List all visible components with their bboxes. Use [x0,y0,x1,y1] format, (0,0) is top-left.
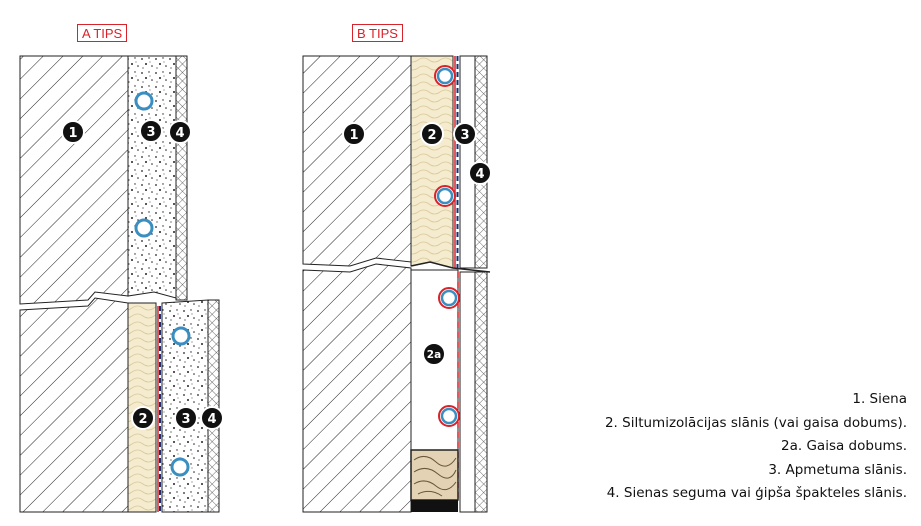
plaster-b-lower [459,271,476,513]
badge-4: 4 [200,406,224,430]
wall-b-lower [302,263,412,513]
svg-text:1: 1 [68,126,77,141]
svg-text:3: 3 [181,412,190,427]
svg-text:3: 3 [460,128,469,143]
finish-a-lower [207,299,220,513]
svg-text:2a: 2a [427,349,441,361]
legend-item-3: 3. Apmetuma slānis. [768,461,907,478]
pipe-icon [134,91,154,111]
svg-text:4: 4 [475,167,484,182]
plaster-a-upper [127,55,177,299]
finish-b-lower [474,271,488,513]
legend-item-1: 1. Siena [852,391,907,407]
badge-4: 4 [468,161,492,185]
badge-2a: 2a [422,342,446,366]
wall-b-upper [302,55,412,267]
pipe-icon [134,218,154,238]
legend-item-4: 4. Sienas seguma vai ģipša špakteles slā… [606,485,907,501]
plaster-b-upper [459,55,476,269]
pipe-icon [171,326,191,346]
pipe-icon [170,457,190,477]
badge-4: 4 [168,120,192,144]
svg-text:4: 4 [207,412,216,427]
svg-text:2: 2 [427,128,436,143]
legend-item-2a: 2a. Gaisa dobums. [781,438,907,454]
label-b-tips: B TIPS [352,24,403,42]
svg-text:1: 1 [349,128,358,143]
legend: 1. Siena 2. Siltumizolācijas slānis (vai… [605,388,907,506]
pipe-icon [438,405,460,427]
wall-a-upper [19,55,129,305]
section-b: 1 2 3 4 2a [302,55,492,513]
badge-1: 1 [342,122,366,146]
insulation-b [410,55,454,269]
pipe-icon [434,185,456,207]
badge-1: 1 [61,120,85,144]
legend-item-2: 2. Siltumizolācijas slānis (vai gaisa do… [604,414,907,431]
badge-3: 3 [453,122,477,146]
pipe-icon [434,65,456,87]
wall-a-lower [19,297,129,513]
section-a: 1 3 4 2 3 4 [19,55,224,513]
badge-2: 2 [131,406,155,430]
pipe-icon [438,287,460,309]
badge-2: 2 [420,122,444,146]
label-a-tips: A TIPS [77,24,128,42]
svg-text:2: 2 [138,412,147,427]
badge-3: 3 [174,406,198,430]
svg-text:4: 4 [175,126,184,141]
finish-a-upper [175,55,188,301]
badge-3: 3 [139,119,163,143]
svg-text:3: 3 [146,125,155,140]
